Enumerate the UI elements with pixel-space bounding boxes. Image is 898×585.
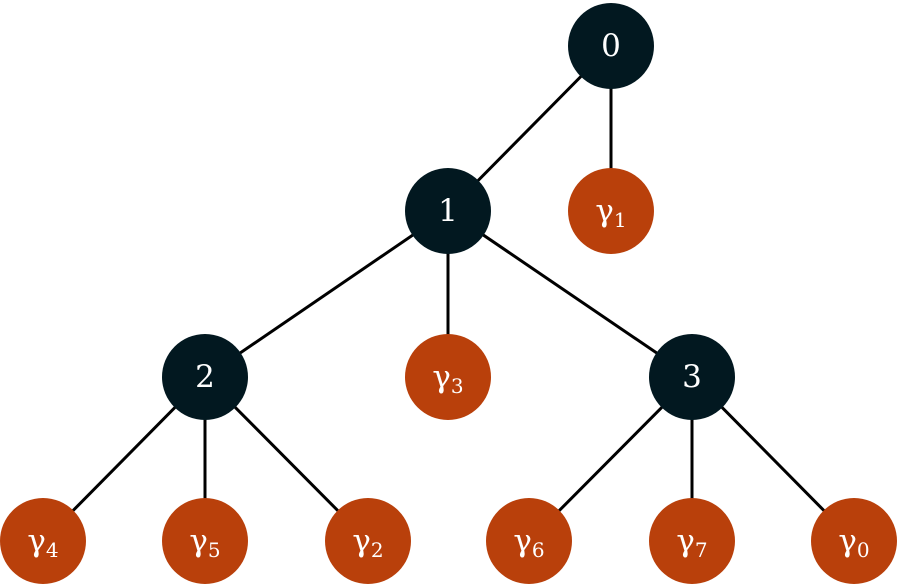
leaf-circle [162,498,248,584]
leaf-circle [811,498,897,584]
leaf-circle [325,498,411,584]
leaf-node-gamma-4: γ4 [0,498,86,584]
leaf-symbol: γ [432,359,451,395]
edge-1-2 [204,209,449,379]
leaf-circle [405,334,491,420]
leaf-circle [486,498,572,584]
leaf-index: 0 [857,538,870,562]
leaf-label: γ0 [838,523,869,562]
leaf-node-gamma-6: γ6 [486,498,572,584]
leaf-node-gamma-1: γ1 [568,168,654,254]
leaf-symbol: γ [27,523,46,559]
leaf-index: 4 [46,538,59,562]
leaf-label: γ3 [432,359,463,398]
leaf-node-gamma-2: γ2 [325,498,411,584]
node-label: 2 [195,359,215,395]
node-circle [649,334,735,420]
leaf-label: γ2 [352,523,383,562]
leaf-node-gamma-5: γ5 [162,498,248,584]
leaf-label: γ4 [27,523,58,562]
leaf-label: γ6 [513,523,544,562]
leaf-symbol: γ [838,523,857,559]
leaf-symbol: γ [189,523,208,559]
leaf-symbol: γ [513,523,532,559]
node-label: 0 [601,28,621,64]
leaf-index: 7 [695,538,708,562]
node-circle [405,168,491,254]
node-circle [162,334,248,420]
leaf-index: 6 [532,538,545,562]
leaf-symbol: γ [595,193,614,229]
leaf-label: γ1 [595,193,626,232]
internal-node-2: 2 [162,334,248,420]
leaf-node-gamma-7: γ7 [649,498,735,584]
edge-1-3 [447,209,693,379]
leaf-node-gamma-0: γ0 [811,498,897,584]
leaf-circle [649,498,735,584]
edges [41,44,856,543]
leaf-node-gamma-3: γ3 [405,334,491,420]
leaf-index: 2 [371,538,384,562]
node-label: 3 [682,359,702,395]
leaf-label: γ5 [189,523,220,562]
leaf-index: 3 [451,374,464,398]
leaf-label: γ7 [676,523,707,562]
internal-node-0: 0 [568,3,654,89]
leaf-index: 5 [208,538,221,562]
leaf-circle [568,168,654,254]
leaf-circle [0,498,86,584]
leaf-index: 1 [614,208,627,232]
leaf-symbol: γ [352,523,371,559]
node-circle [568,3,654,89]
internal-node-3: 3 [649,334,735,420]
internal-node-1: 1 [405,168,491,254]
node-label: 1 [438,193,458,229]
leaf-symbol: γ [676,523,695,559]
